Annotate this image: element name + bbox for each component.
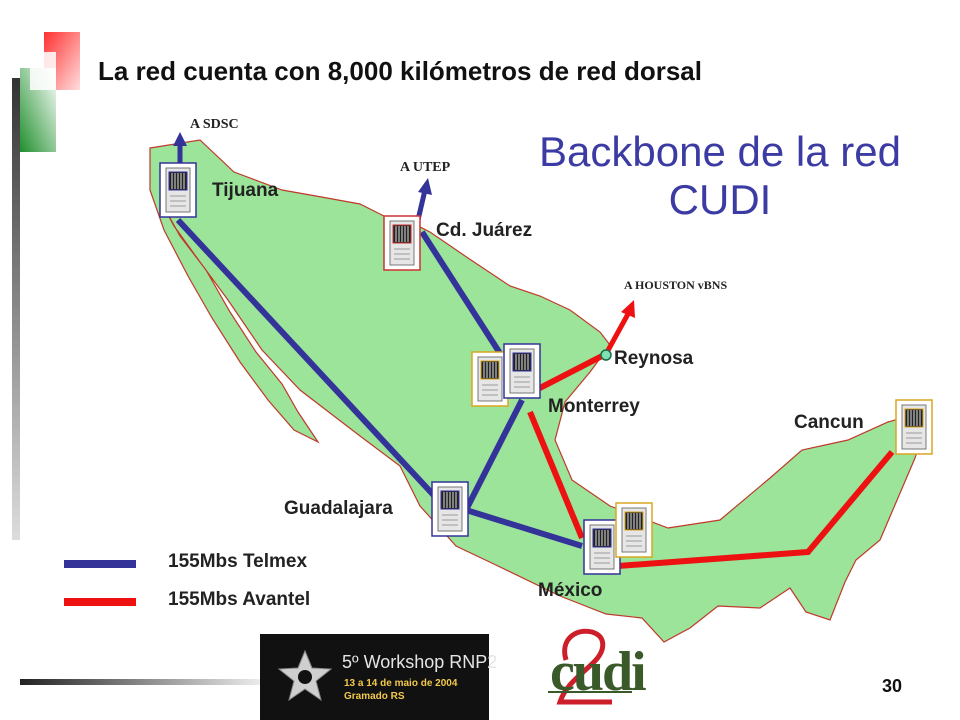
arrowhead-houston: [621, 300, 635, 318]
diagram-title-line1: Backbone de la red: [539, 128, 901, 175]
city-label-mexico: México: [538, 580, 603, 601]
city-label-reynosa: Reynosa: [614, 348, 694, 369]
exit-label-houston: A HOUSTON vBNS: [624, 278, 728, 292]
reynosa-node: [600, 349, 612, 361]
star-logo-icon: [277, 649, 333, 702]
left-vertical-bar: [12, 78, 20, 540]
legend-label-telmex: 155Mbs Telmex: [168, 551, 308, 572]
city-label-juarez: Cd. Juárez: [436, 220, 533, 241]
link-telmex-monterrey-guadalajara: [463, 398, 525, 512]
arrow-houston: [603, 312, 631, 356]
link-avantel-mexico-cancun: [617, 450, 895, 569]
city-label-guadalajara: Guadalajara: [284, 498, 393, 519]
city-label-monterrey: Monterrey: [548, 396, 640, 417]
diagram-title: Backbone de la red CUDI: [520, 128, 920, 224]
diagram-title-line2: CUDI: [668, 176, 772, 223]
link-telmex-tijuana-guadalajara: [175, 217, 443, 505]
banner-title: 5º Workshop RNP2: [342, 652, 498, 672]
arrowhead-utep: [418, 178, 432, 195]
banner-dates: 13 a 14 de maio de 2004: [344, 678, 458, 689]
page-number: 30: [881, 676, 902, 696]
link-avantel-monterrey-mexico: [527, 410, 585, 540]
workshop-banner: 5º Workshop RNP2 13 a 14 de maio de 2004…: [260, 634, 497, 720]
arrow-utep: [415, 189, 428, 221]
cudi-logo-swirl-icon: [556, 628, 612, 705]
cudi-logo: cudi: [550, 641, 647, 703]
banner-location: Gramado RS: [344, 691, 405, 702]
legend-label-avantel: 155Mbs Avantel: [168, 589, 311, 610]
link-telmex-guadalajara-mexico: [465, 507, 583, 549]
bottom-horizontal-bar: [20, 679, 268, 685]
exit-label-utep: A UTEP: [400, 160, 451, 175]
city-label-cancun: Cancun: [794, 412, 864, 433]
arrowhead-sdsc: [173, 132, 187, 146]
slide-title: La red cuenta con 8,000 kilómetros de re…: [98, 56, 702, 86]
link-avantel-monterrey-reynosa: [534, 352, 606, 393]
exit-label-sdsc: A SDSC: [190, 117, 239, 132]
city-label-tijuana: Tijuana: [212, 180, 279, 201]
corner-white-square: [30, 52, 56, 90]
link-telmex-juarez-monterrey: [419, 230, 515, 374]
